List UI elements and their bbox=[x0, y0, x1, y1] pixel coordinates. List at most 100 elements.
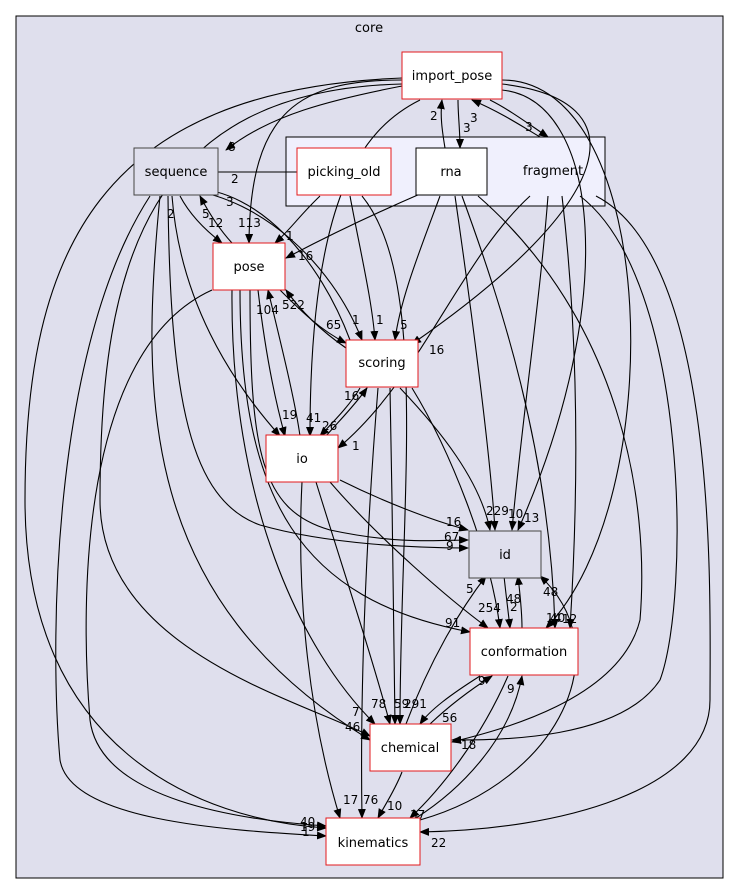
edge-label: 40 bbox=[300, 815, 315, 829]
edge-label: 19 bbox=[300, 820, 315, 834]
node-label: io bbox=[296, 452, 308, 467]
edge bbox=[300, 481, 342, 819]
node-rna[interactable]: rna bbox=[415, 147, 488, 196]
edge bbox=[337, 195, 531, 449]
edge bbox=[171, 195, 281, 437]
edge-label: 1 bbox=[302, 825, 310, 839]
edge-label: 9 bbox=[507, 682, 515, 696]
edge-label: 2 bbox=[167, 207, 175, 221]
edge-label: 13 bbox=[524, 511, 539, 525]
edge bbox=[409, 675, 509, 819]
edge bbox=[451, 195, 678, 744]
node-label: chemical bbox=[381, 741, 439, 756]
edge-label: 2 bbox=[231, 172, 239, 186]
edge-label: 48 bbox=[543, 585, 558, 599]
edge bbox=[249, 289, 469, 545]
edge bbox=[389, 387, 399, 725]
edge-label: 9 bbox=[446, 539, 454, 553]
edge bbox=[55, 195, 327, 840]
edge bbox=[245, 79, 403, 244]
edge-label: 10 bbox=[508, 507, 523, 521]
edge-label: 3 bbox=[463, 121, 471, 135]
edge-label: 522 bbox=[282, 298, 305, 312]
edge-label: 65 bbox=[326, 318, 341, 332]
edge-label: 254 bbox=[478, 601, 501, 615]
edge bbox=[285, 289, 347, 349]
edge-label: 104 bbox=[256, 303, 279, 317]
edge-label: 1 bbox=[376, 313, 384, 327]
edge-label: 14 bbox=[546, 611, 561, 625]
edges bbox=[24, 77, 711, 840]
edge-label: 16 bbox=[429, 343, 444, 357]
edge-label: 10 bbox=[387, 799, 402, 813]
edge-label: 3 bbox=[525, 120, 533, 134]
edge bbox=[319, 387, 361, 437]
edge bbox=[501, 79, 632, 629]
edge bbox=[225, 85, 403, 151]
edge-label: 19 bbox=[282, 408, 297, 422]
edge bbox=[561, 195, 577, 629]
edge bbox=[399, 387, 493, 531]
node-label: kinematics bbox=[338, 836, 409, 851]
node-pose[interactable]: pose bbox=[212, 242, 286, 291]
node-chemical[interactable]: chemical bbox=[369, 723, 452, 772]
node-label: pose bbox=[234, 260, 265, 275]
edge-label: 2 bbox=[430, 109, 438, 123]
edge bbox=[419, 575, 577, 821]
edge bbox=[405, 575, 487, 725]
node-picking-old[interactable]: picking_old bbox=[296, 147, 392, 196]
edge-label: 229 bbox=[486, 504, 509, 518]
edge-label: 7 bbox=[352, 705, 360, 719]
edge-label: 2 bbox=[510, 600, 518, 614]
node-scoring[interactable]: scoring bbox=[345, 339, 419, 388]
edge bbox=[285, 193, 421, 259]
edge-label: 3 bbox=[470, 111, 478, 125]
edge bbox=[239, 289, 471, 635]
edge-label: 1 bbox=[352, 439, 360, 453]
edge-label: 291 bbox=[404, 697, 427, 711]
edge bbox=[349, 195, 379, 341]
edge bbox=[508, 195, 549, 531]
edge-label: 113 bbox=[238, 216, 261, 230]
edge bbox=[329, 481, 489, 629]
edge bbox=[419, 675, 481, 725]
edge bbox=[99, 83, 403, 737]
node-label: id bbox=[499, 548, 511, 563]
edge bbox=[489, 99, 549, 138]
edge-label: 3 bbox=[226, 195, 234, 209]
node-io[interactable]: io bbox=[265, 434, 339, 483]
edge-label: 9 bbox=[478, 674, 486, 688]
edge bbox=[429, 675, 493, 725]
node-id[interactable]: id bbox=[468, 530, 542, 579]
edge bbox=[167, 195, 469, 552]
edge bbox=[325, 387, 368, 437]
node-label: picking_old bbox=[308, 165, 381, 180]
edge bbox=[436, 99, 446, 149]
edge bbox=[471, 99, 541, 138]
edge-label: 26 bbox=[322, 419, 337, 433]
node-import-pose[interactable]: import_pose bbox=[401, 51, 503, 100]
edge-label: 76 bbox=[363, 793, 378, 807]
node-label: scoring bbox=[358, 356, 405, 371]
edge-label: 16 bbox=[344, 389, 359, 403]
edge bbox=[377, 771, 403, 819]
edge-label: 59 bbox=[394, 697, 409, 711]
edge-label: 5 bbox=[202, 207, 210, 221]
edge-label: 5 bbox=[400, 318, 408, 332]
edge-label: 78 bbox=[371, 697, 386, 711]
edge bbox=[199, 195, 233, 244]
edge-label: 1 bbox=[286, 229, 294, 243]
node-conformation[interactable]: conformation bbox=[469, 627, 579, 676]
edge bbox=[501, 89, 587, 531]
node-kinematics[interactable]: kinematics bbox=[325, 817, 421, 866]
edge-labels: 8 2 3 3 3 2 12 5 3 113 2 1 16 104 522 65… bbox=[167, 109, 577, 850]
edge-label: 67 bbox=[444, 530, 459, 544]
edge-label: 40 bbox=[550, 611, 565, 625]
edge bbox=[455, 99, 464, 149]
edge bbox=[231, 289, 376, 725]
edge bbox=[454, 195, 499, 531]
edge-label: 16 bbox=[298, 249, 313, 263]
node-sequence[interactable]: sequence bbox=[133, 147, 219, 196]
edge bbox=[451, 195, 643, 744]
edge-label: 8 bbox=[228, 140, 236, 154]
